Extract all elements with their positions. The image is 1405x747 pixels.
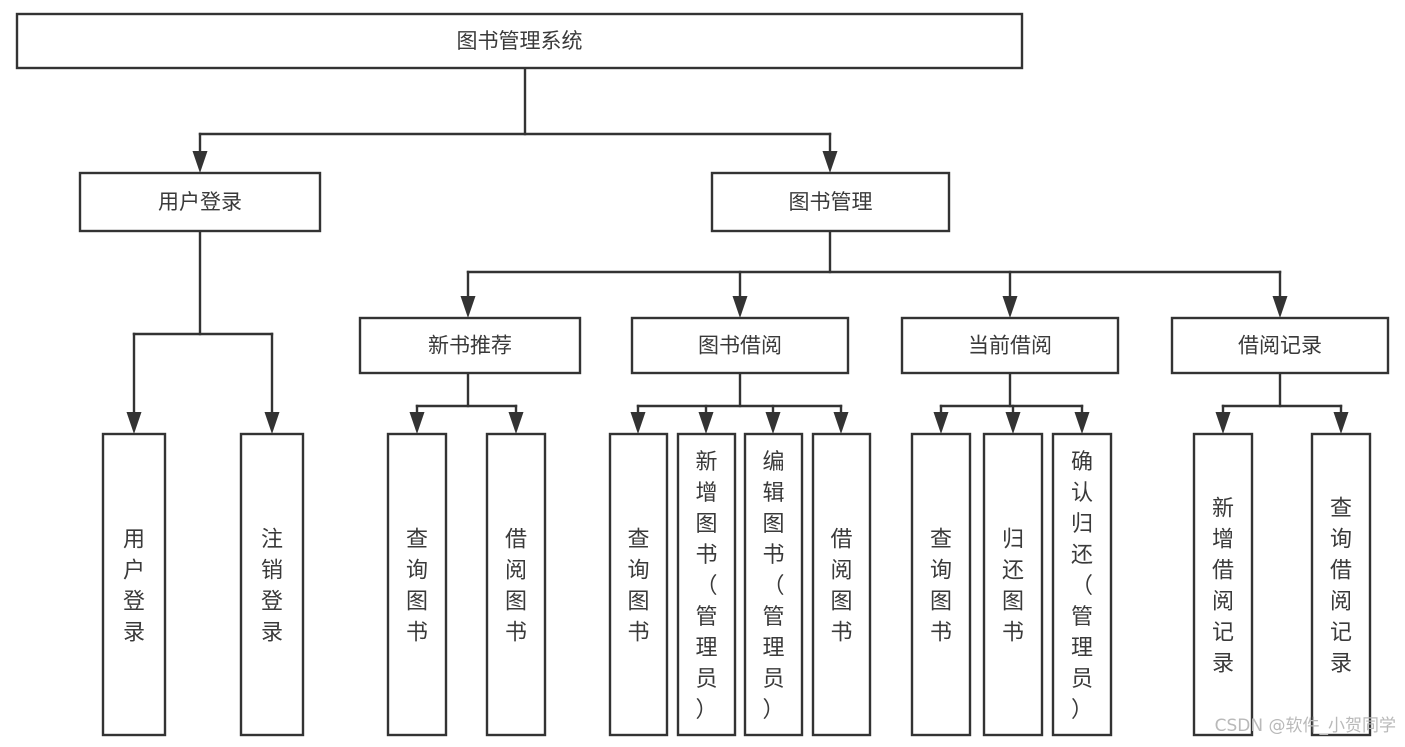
category-box[interactable] [900, 316, 1120, 375]
arrow-head-icon [833, 412, 849, 434]
level2-node[interactable]: 用户登录 [78, 171, 322, 233]
category-node[interactable]: 当前借阅 [900, 316, 1120, 375]
level2-box[interactable] [78, 171, 322, 233]
arrow-head-icon [508, 412, 524, 434]
arrow-head-icon [1074, 412, 1090, 434]
leaf-box[interactable] [101, 432, 167, 737]
arrow-head-icon [698, 412, 714, 434]
arrow-head-icon [822, 151, 838, 173]
leaf-box[interactable] [239, 432, 305, 737]
leaf-node[interactable]: 查询图书 [608, 432, 669, 737]
leaf-label: 新增借阅记录 [1212, 497, 1234, 677]
connector-root-to-level2 [192, 66, 838, 173]
category-label: 新书推荐 [428, 334, 512, 358]
leaf-box[interactable] [1192, 432, 1254, 737]
connector-borrow-to-leaves [630, 371, 849, 434]
leaf-label: 查询图书 [406, 528, 428, 646]
category-box[interactable] [1170, 316, 1390, 375]
leaf-label: 归还图书 [1002, 528, 1024, 646]
category-label: 借阅记录 [1238, 334, 1322, 358]
category-node[interactable]: 借阅记录 [1170, 316, 1390, 375]
connector-userlogin-to-leaves [126, 229, 280, 434]
leaf-label: 确认归还（管理员） [1071, 450, 1093, 723]
leaf-node[interactable]: 新增借阅记录 [1192, 432, 1254, 737]
connector-current-to-leaves [933, 371, 1090, 434]
leaf-label: 借阅图书 [505, 528, 527, 646]
category-label: 图书借阅 [698, 334, 782, 358]
category-box[interactable] [630, 316, 850, 375]
leaf-box[interactable] [386, 432, 448, 737]
leaf-node[interactable]: 新增图书（管理员） [676, 432, 737, 737]
arrow-head-icon [409, 412, 425, 434]
leaf-node[interactable]: 查询借阅记录 [1310, 432, 1372, 737]
connector-bookmgmt-to-categories [460, 229, 1288, 318]
arrow-head-icon [1272, 296, 1288, 318]
connector-newbooks-to-leaves [409, 371, 524, 434]
arrow-head-icon [126, 412, 142, 434]
leaf-label: 新增图书（管理员） [695, 450, 717, 723]
category-node[interactable]: 新书推荐 [358, 316, 582, 375]
leaf-box[interactable] [1310, 432, 1372, 737]
leaf-box[interactable] [1051, 432, 1113, 737]
leaf-label: 借阅图书 [830, 528, 852, 646]
leaf-box[interactable] [743, 432, 804, 737]
arrow-head-icon [1215, 412, 1231, 434]
leaf-node[interactable]: 归还图书 [982, 432, 1044, 737]
leaf-box[interactable] [608, 432, 669, 737]
root-box[interactable] [15, 12, 1024, 70]
leaf-node[interactable]: 借阅图书 [811, 432, 872, 737]
leaf-node[interactable]: 查询图书 [910, 432, 972, 737]
leaf-node[interactable]: 注销登录 [239, 432, 305, 737]
leaf-label: 注销登录 [261, 528, 283, 646]
connector-layer [126, 66, 1349, 434]
leaf-node[interactable]: 查询图书 [386, 432, 448, 737]
category-box[interactable] [358, 316, 582, 375]
arrow-head-icon [933, 412, 949, 434]
leaf-box[interactable] [676, 432, 737, 737]
arrow-head-icon [1005, 412, 1021, 434]
arrow-head-icon [732, 296, 748, 318]
node-layer: 图书管理系统用户登录图书管理新书推荐图书借阅当前借阅借阅记录用户登录注销登录查询… [15, 12, 1390, 737]
root-node[interactable]: 图书管理系统 [15, 12, 1024, 70]
arrow-head-icon [765, 412, 781, 434]
level2-label: 图书管理 [789, 190, 873, 214]
leaf-label: 用户登录 [123, 528, 145, 646]
level2-box[interactable] [710, 171, 951, 233]
leaf-node[interactable]: 借阅图书 [485, 432, 547, 737]
csdn-watermark: CSDN @软件_小贺同学 [1215, 716, 1396, 736]
leaf-box[interactable] [811, 432, 872, 737]
leaf-box[interactable] [982, 432, 1044, 737]
leaf-box[interactable] [910, 432, 972, 737]
root-label: 图书管理系统 [457, 29, 583, 53]
connector-records-to-leaves [1215, 371, 1349, 434]
category-label: 当前借阅 [968, 334, 1052, 358]
category-node[interactable]: 图书借阅 [630, 316, 850, 375]
arrow-head-icon [1002, 296, 1018, 318]
arrow-head-icon [264, 412, 280, 434]
arrow-head-icon [460, 296, 476, 318]
arrow-head-icon [630, 412, 646, 434]
level2-label: 用户登录 [158, 190, 242, 214]
leaf-node[interactable]: 用户登录 [101, 432, 167, 737]
leaf-label: 查询借阅记录 [1330, 497, 1352, 677]
leaf-node[interactable]: 确认归还（管理员） [1051, 432, 1113, 737]
arrow-head-icon [1333, 412, 1349, 434]
leaf-node[interactable]: 编辑图书（管理员） [743, 432, 804, 737]
leaf-box[interactable] [485, 432, 547, 737]
leaf-label: 编辑图书（管理员） [762, 450, 784, 723]
arrow-head-icon [192, 151, 208, 173]
level2-node[interactable]: 图书管理 [710, 171, 951, 233]
leaf-label: 查询图书 [627, 528, 649, 646]
leaf-label: 查询图书 [930, 528, 952, 646]
